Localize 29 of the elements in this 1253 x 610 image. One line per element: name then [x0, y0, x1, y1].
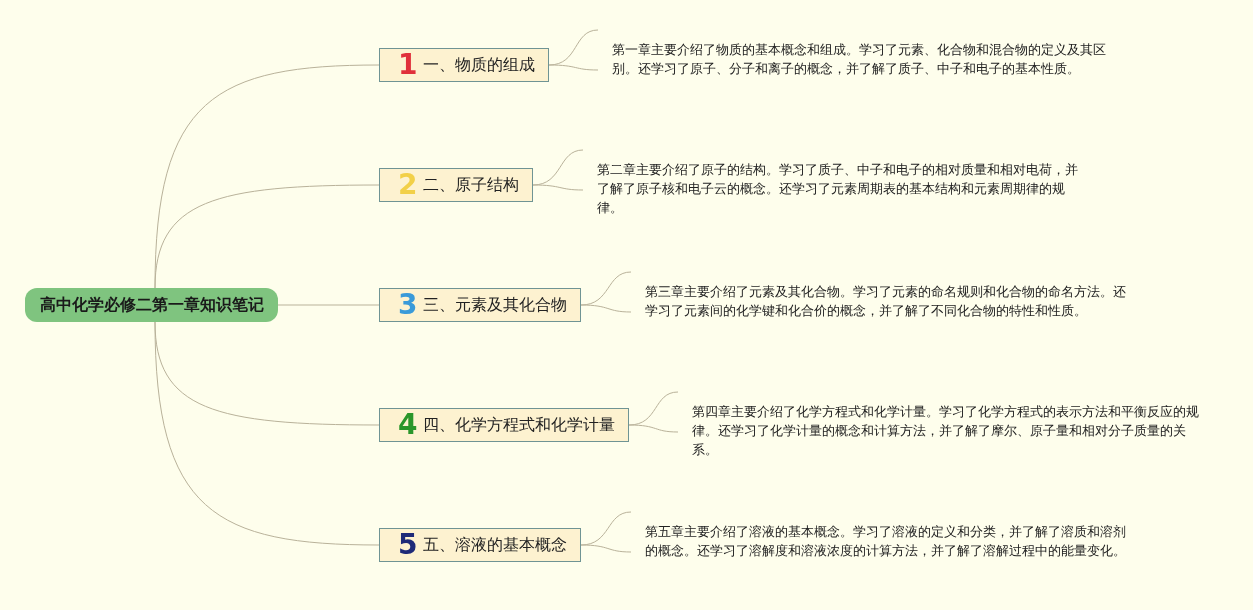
note-text: 第四章主要介绍了化学方程式和化学计量。学习了化学方程式的表示方法和平衡反应的规律。还学习了化学计量的概念和计算方法，并了解了摩尔、原子量和相对分子质量的关系。 — [692, 403, 1200, 459]
note-text: 第五章主要介绍了溶液的基本概念。学习了溶液的定义和分类，并了解了溶质和溶剂的概念。还学习了溶解度和溶液浓度的计算方法，并了解了溶解过程中的能量变化。 — [645, 523, 1127, 560]
topic-box — [379, 288, 581, 322]
topic-box — [379, 408, 629, 442]
topic-number: 5 — [398, 531, 418, 559]
topic-number: 4 — [398, 411, 418, 439]
topic-box — [379, 48, 549, 82]
note-text: 第三章主要介绍了元素及其化合物。学习了元素的命名规则和化合物的命名方法。还学习了元素间的化学键和化合价的概念，并了解了不同化合物的特性和性质。 — [645, 283, 1127, 320]
topic-box — [379, 528, 581, 562]
connector-line — [154, 321, 380, 546]
topic-title: 三、元素及其化合物 — [423, 294, 568, 316]
topic-number: 2 — [398, 171, 418, 199]
connector-line — [532, 149, 584, 191]
topic-box — [379, 168, 533, 202]
topic-title: 四、化学方程式和化学计量 — [423, 414, 616, 436]
connector-line — [628, 391, 679, 433]
connector-line — [580, 511, 632, 553]
connector-line — [548, 29, 599, 71]
connector-line — [154, 184, 380, 289]
note-text: 第二章主要介绍了原子的结构。学习了质子、中子和电子的相对质量和相对电荷，并了解了原子核和电子云的概念。还学习了元素周期表的基本结构和元素周期律的规律。 — [597, 161, 1079, 217]
note-text: 第一章主要介绍了物质的基本概念和组成。学习了元素、化合物和混合物的定义及其区别。还学习了原子、分子和离子的概念，并了解了质子、中子和电子的基本性质。 — [612, 41, 1107, 78]
connector-line — [580, 271, 632, 313]
topic-title: 一、物质的组成 — [423, 54, 536, 76]
connector-line — [277, 304, 380, 306]
topic-title: 五、溶液的基本概念 — [423, 534, 568, 556]
topic-number: 1 — [398, 51, 418, 79]
topic-number: 3 — [398, 291, 418, 319]
topic-title: 二、原子结构 — [423, 174, 520, 196]
root-topic: 高中化学必修二第一章知识笔记 — [25, 288, 278, 322]
